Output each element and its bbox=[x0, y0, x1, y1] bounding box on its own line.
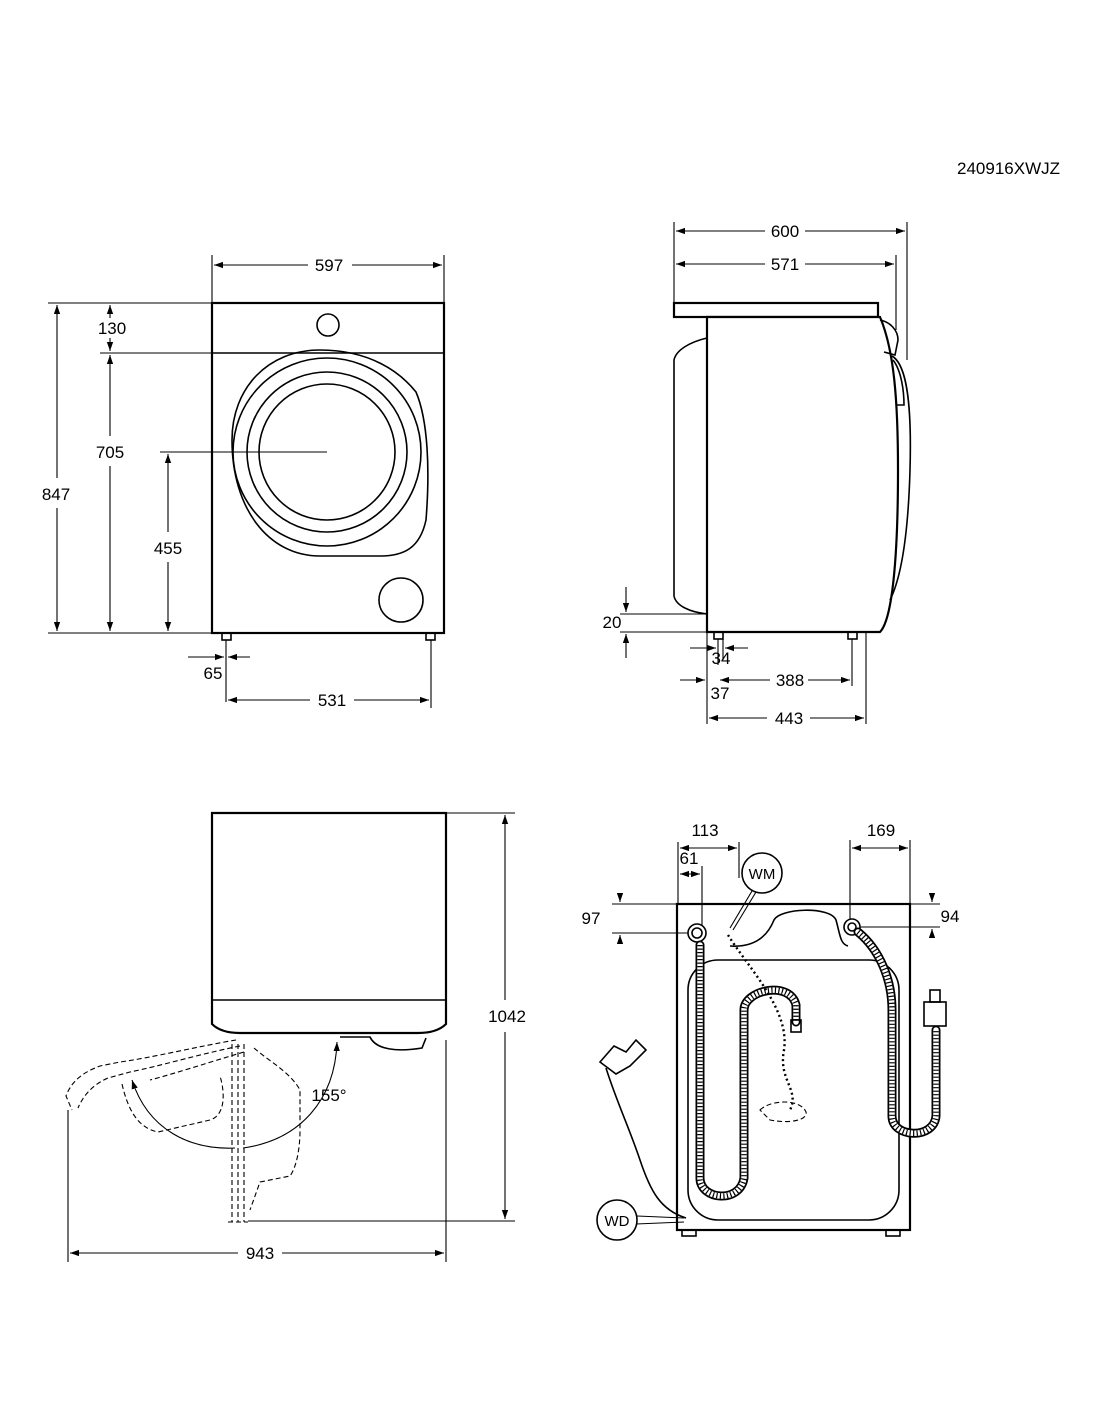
rear-panel-top bbox=[729, 909, 849, 947]
dim-inlet-height: 97 bbox=[582, 909, 601, 928]
dim-outlet-offset: 169 bbox=[867, 821, 895, 840]
dim-foot-to-front: 443 bbox=[775, 709, 803, 728]
dim-rear-foot-offset: 34 bbox=[712, 649, 731, 668]
rear-access-panel bbox=[687, 959, 900, 1221]
model-code: 240916XWJZ bbox=[957, 159, 1060, 178]
wm-tag: WM bbox=[749, 866, 776, 883]
door-open-outline-2 bbox=[249, 1047, 301, 1211]
swing-arc-right bbox=[242, 1041, 340, 1149]
dim-foot-clearance: 20 bbox=[603, 613, 622, 632]
door-handle bbox=[892, 359, 905, 406]
wd-tag-circle bbox=[596, 1199, 638, 1241]
rear-left-foot bbox=[681, 1229, 697, 1237]
side-cabinet bbox=[705, 315, 900, 634]
rear-cabinet bbox=[675, 902, 912, 1232]
top-cabinet bbox=[210, 811, 448, 1035]
door-frame bbox=[231, 349, 429, 557]
pump-cover bbox=[378, 577, 424, 623]
side-view: 600 571 20 34 37 388 443 bbox=[603, 222, 912, 728]
power-plug bbox=[598, 1038, 648, 1075]
dim-foot-spacing: 531 bbox=[318, 691, 346, 710]
inlet-tap-fitting bbox=[923, 1001, 947, 1027]
dim-front-width: 597 bbox=[315, 256, 343, 275]
dim-foot-inset: 65 bbox=[204, 664, 223, 683]
knob-profile bbox=[879, 319, 899, 356]
rear-right-foot bbox=[885, 1229, 901, 1237]
dim-door-angle: 155° bbox=[311, 1086, 346, 1105]
dim-open-depth: 1042 bbox=[488, 1007, 526, 1026]
top-view: 155° 1042 943 bbox=[65, 811, 526, 1263]
dim-open-width: 943 bbox=[246, 1244, 274, 1263]
door-open-edge-3 bbox=[149, 1051, 245, 1081]
door-profile bbox=[889, 355, 912, 601]
front-view: 597 847 130 705 455 65 531 bbox=[42, 255, 446, 710]
water-flow-line bbox=[726, 934, 794, 1111]
dim-total-height: 847 bbox=[42, 485, 70, 504]
power-cord bbox=[605, 1067, 687, 1219]
door-open-edge-2 bbox=[77, 1045, 241, 1109]
door-hinge-lines bbox=[231, 1044, 245, 1222]
dim-door-center: 455 bbox=[154, 539, 182, 558]
dim-inlet-inner: 61 bbox=[680, 849, 699, 868]
dim-top-panel: 130 bbox=[98, 319, 126, 338]
program-knob bbox=[316, 313, 340, 337]
dim-inlet-outer: 113 bbox=[691, 821, 718, 840]
dim-door-bottom: 705 bbox=[96, 443, 124, 462]
worktop bbox=[672, 301, 880, 319]
door-open-outline bbox=[121, 1075, 224, 1133]
swing-arc-left bbox=[131, 1079, 236, 1149]
door-open-edge-1 bbox=[65, 1039, 237, 1111]
dim-body-depth: 571 bbox=[771, 255, 799, 274]
wm-tag-circle bbox=[741, 852, 783, 894]
rear-view: 113 61 169 97 94 WM WD bbox=[582, 821, 960, 1241]
dim-outlet-height: 94 bbox=[941, 907, 960, 926]
rear-bulge bbox=[673, 337, 708, 615]
dim-foot-span: 388 bbox=[776, 671, 804, 690]
dim-total-depth: 600 bbox=[771, 222, 799, 241]
wd-tag: WD bbox=[605, 1213, 630, 1230]
top-door-closed bbox=[340, 1036, 427, 1051]
dim-front-foot-offset: 37 bbox=[711, 684, 730, 703]
water-spray bbox=[759, 1101, 807, 1123]
